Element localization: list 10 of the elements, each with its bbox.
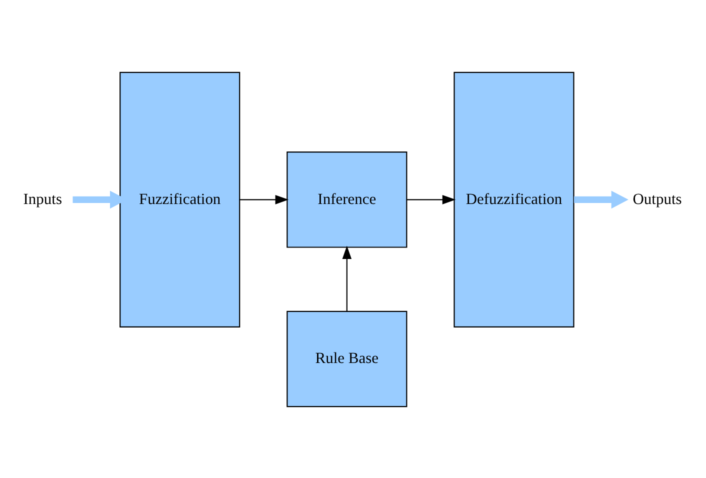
node-text: Inputs: [23, 190, 62, 208]
node-text: Outputs: [632, 190, 682, 208]
node-box: Rule Base: [286, 310, 408, 407]
arrow: [342, 245, 352, 311]
node-box: Fuzzification: [120, 71, 240, 327]
node-box: Defuzzification: [454, 71, 574, 327]
arrow: [406, 194, 456, 204]
arrow: [574, 190, 628, 208]
node-box: Inference: [286, 151, 408, 248]
arrow: [240, 194, 289, 204]
